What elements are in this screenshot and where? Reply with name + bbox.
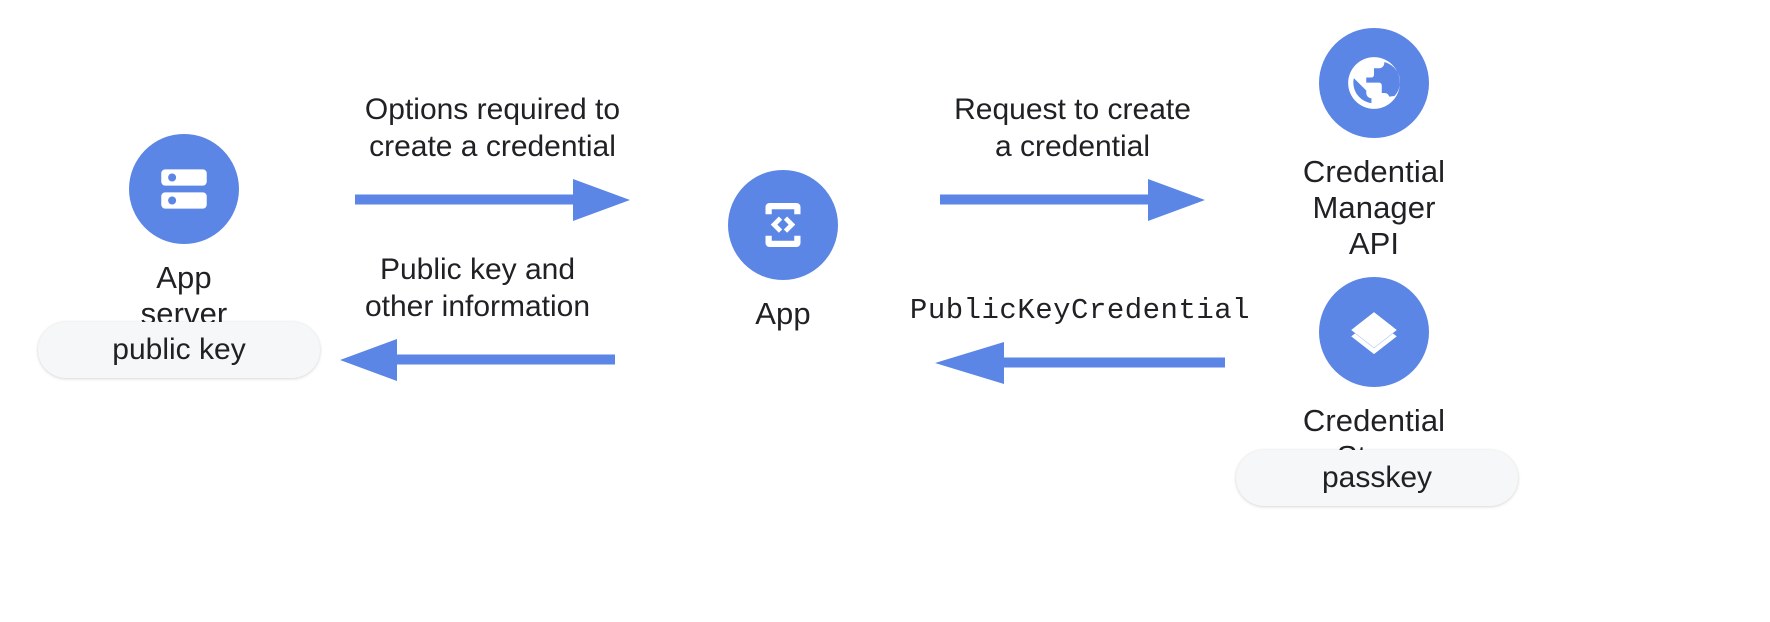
flow-public-key-credential: PublicKeyCredential — [910, 293, 1250, 386]
chip-public-key: public key — [38, 322, 320, 378]
chip-passkey-label: passkey — [1321, 461, 1433, 494]
app-code-phone-icon — [728, 170, 838, 280]
flow-caption-options-required: Options required to create a credential — [364, 93, 621, 163]
flow-request-to-create: Request to create a credential — [940, 92, 1205, 223]
chip-passkey: passkey — [1236, 450, 1518, 506]
flow-caption-public-key-credential: PublicKeyCredential — [909, 294, 1251, 327]
node-label-credential-manager-api: Credential Manager API — [1302, 154, 1446, 261]
node-app: App — [727, 170, 839, 332]
flow-caption-public-key-and-other-information: Public key and other information — [364, 253, 591, 323]
server-icon — [129, 134, 239, 244]
chip-public-key-label: public key — [112, 333, 246, 366]
flow-public-key-and-other-information: Public key and other information — [340, 252, 615, 383]
node-app-server: App server — [128, 134, 240, 332]
flow-options-required: Options required to create a credential — [355, 92, 630, 223]
arrow-right-options-required — [355, 177, 630, 223]
arrow-left-public-key-credential — [935, 340, 1225, 386]
arrow-right-request-to-create — [940, 177, 1205, 223]
arrow-left-public-key-and-other-information — [340, 337, 615, 383]
layers-icon — [1319, 277, 1429, 387]
globe-icon — [1319, 28, 1429, 138]
node-label-app: App — [755, 296, 811, 331]
node-credential-store: Credential Store — [1303, 277, 1445, 475]
flow-caption-request-to-create: Request to create a credential — [954, 93, 1191, 163]
node-credential-manager-api: Credential Manager API — [1303, 28, 1445, 262]
